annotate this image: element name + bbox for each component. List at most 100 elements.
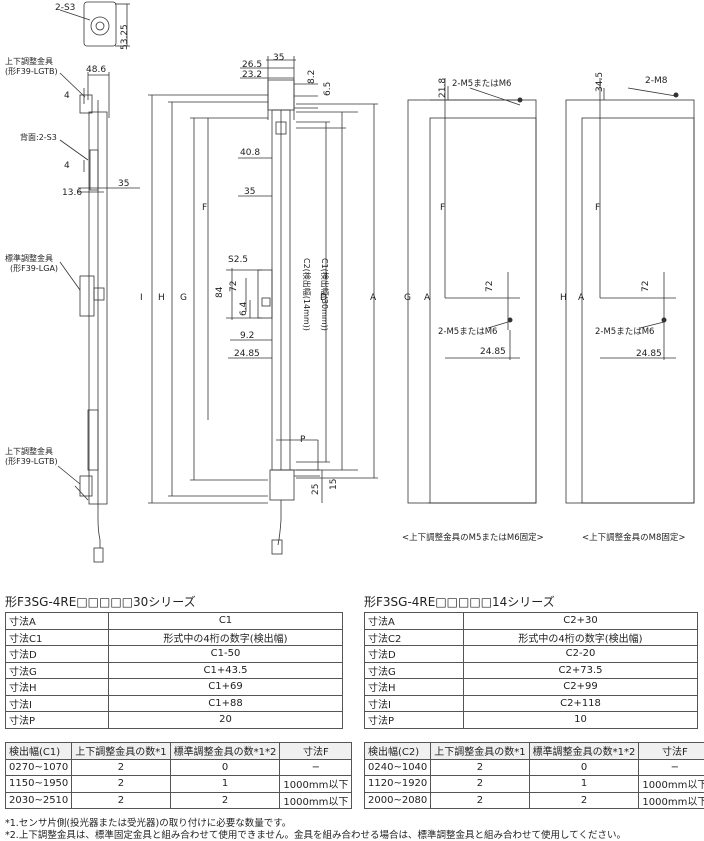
table-cell: 2 — [430, 791, 530, 809]
front-std-bracket — [257, 269, 273, 319]
top-bracket-side — [79, 94, 93, 114]
dim-23-2: 23.2 — [242, 70, 262, 80]
table-cell: 2 — [528, 791, 640, 809]
spec-key: 寸法D — [364, 645, 464, 663]
series14-title: 形F3SG-4RE□□□□□14シリーズ — [364, 595, 555, 609]
table-row: 0270~1070 2 0 − — [4, 758, 353, 776]
spec-key: 寸法P — [364, 711, 464, 729]
caption-m5: <上下調整金具のM5またはM6固定> — [402, 532, 544, 543]
spec-value: 20 — [108, 711, 343, 729]
dim-25: 25 — [311, 484, 321, 495]
dim-G: G — [180, 293, 187, 303]
spec-key: 寸法C1 — [5, 628, 109, 646]
sensor-top-view — [83, 1, 117, 47]
spec-key: 寸法C2 — [364, 628, 464, 646]
spec-value: C1+43.5 — [108, 661, 343, 679]
front-bracket-bottom — [269, 469, 295, 501]
table-row: 2000~2080 2 2 1000mm以下 — [363, 791, 704, 809]
series30-qty-table: 検出幅(C1) 上下調整金具の数*1 標準調整金具の数*1*2 寸法F 0270… — [4, 742, 353, 809]
table-cell: 2 — [169, 791, 281, 809]
dim-4-b: 4 — [64, 161, 70, 171]
dim-S2-5: S2.5 — [228, 255, 248, 265]
dim-F-m8: F — [595, 203, 600, 213]
dim-H-m8: H — [560, 293, 567, 303]
spec-value: C1+88 — [108, 694, 343, 712]
label-2-s3: 2-S3 — [55, 3, 75, 13]
table-row: 1150~1950 2 1 1000mm以下 — [4, 775, 353, 793]
dim-21-8: 21.8 — [438, 78, 448, 98]
m5-hole-top — [517, 97, 523, 103]
column-header: 上下調整金具の数*1 — [71, 742, 171, 760]
table-cell: 0240~1040 — [363, 758, 432, 776]
m8-mounting-inner — [581, 117, 695, 504]
label-m8-top: 2-M8 — [645, 76, 668, 86]
table-cell: 2 — [71, 791, 171, 809]
spec-key: 寸法H — [364, 678, 464, 696]
spec-key: 寸法G — [364, 661, 464, 679]
m5-hole-bottom — [507, 317, 513, 323]
table-cell: 1 — [169, 775, 281, 793]
dim-35-mid: 35 — [244, 187, 255, 197]
label-bracket-bottom-model: (形F39-LGTB) — [5, 457, 58, 466]
spec-value: C2+99 — [463, 678, 698, 696]
label-bracket-top-model: (形F39-LGTB) — [5, 67, 58, 76]
spec-value: C2+30 — [463, 612, 698, 630]
dim-6-5: 6.5 — [323, 82, 333, 96]
dimension-drawing: 2-S3 53.25 上下調整金具 (形F39-LGTB) 48.6 4 背面:… — [5, 1, 695, 563]
spec-value: C1+69 — [108, 678, 343, 696]
label-bracket-std-model: (形F39-LGA) — [10, 264, 58, 273]
dim-8-2: 8.2 — [307, 70, 317, 84]
spec-key: 寸法P — [5, 711, 109, 729]
table-cell: 2000~2080 — [363, 791, 432, 809]
dim-53-25: 53.25 — [120, 24, 130, 50]
table-cell: 1150~1950 — [4, 775, 73, 793]
spec-value: C2+118 — [463, 694, 698, 712]
dim-A-m5: A — [424, 293, 431, 303]
m5-mounting-inner — [429, 117, 537, 504]
spec-key: 寸法H — [5, 678, 109, 696]
table-cell: 1000mm以下 — [638, 791, 704, 809]
label-back-s3: 背面:2-S3 — [20, 132, 57, 142]
table-header-row: 検出幅(C2) 上下調整金具の数*1 標準調整金具の数*1*2 寸法F — [363, 742, 704, 760]
dim-24-85-m8: 24.85 — [636, 349, 662, 359]
table-header-row: 検出幅(C1) 上下調整金具の数*1 標準調整金具の数*1*2 寸法F — [4, 742, 353, 760]
bottom-bracket-side — [79, 475, 93, 497]
dim-35-left: 35 — [118, 179, 129, 189]
dim-34-5: 34.5 — [595, 72, 605, 92]
dim-72: 72 — [229, 281, 239, 292]
table-row: 1120~1920 2 1 1000mm以下 — [363, 775, 704, 793]
footnote-1: *1.センサ片側(投光器または受光器)の取り付けに必要な数量です。 — [5, 818, 292, 829]
dim-H: H — [158, 293, 165, 303]
label-bracket-bottom: 上下調整金具 — [5, 446, 53, 456]
spec-key: 寸法D — [5, 645, 109, 663]
dim-15: 15 — [329, 479, 339, 490]
spec-key: 寸法G — [5, 661, 109, 679]
m8-hole-bottom — [661, 317, 667, 323]
column-header: 標準調整金具の数*1*2 — [528, 742, 640, 760]
std-bracket-side — [79, 275, 95, 317]
spec-value: 10 — [463, 711, 698, 729]
front-bracket-top — [267, 79, 295, 111]
dim-24-85: 24.85 — [234, 349, 260, 359]
label-m5-top: 2-M5またはM6 — [452, 79, 511, 89]
column-header: 寸法F — [279, 742, 353, 760]
spec-value: C1-50 — [108, 645, 343, 663]
table-row: 0240~1040 2 0 − — [363, 758, 704, 776]
dim-6-4: 6.4 — [239, 301, 249, 316]
table-cell: 1 — [528, 775, 640, 793]
column-header: 検出幅(C2) — [363, 742, 432, 760]
spec-key: 寸法I — [364, 694, 464, 712]
dim-F: F — [202, 203, 207, 213]
dim-C1: C1(検出幅(30mm)) — [320, 258, 330, 331]
table-cell: 0 — [528, 758, 640, 776]
spec-value: 形式中の4桁の数字(検出幅) — [108, 628, 343, 646]
dim-48-6: 48.6 — [86, 65, 106, 75]
table-cell: 1000mm以下 — [279, 775, 353, 793]
